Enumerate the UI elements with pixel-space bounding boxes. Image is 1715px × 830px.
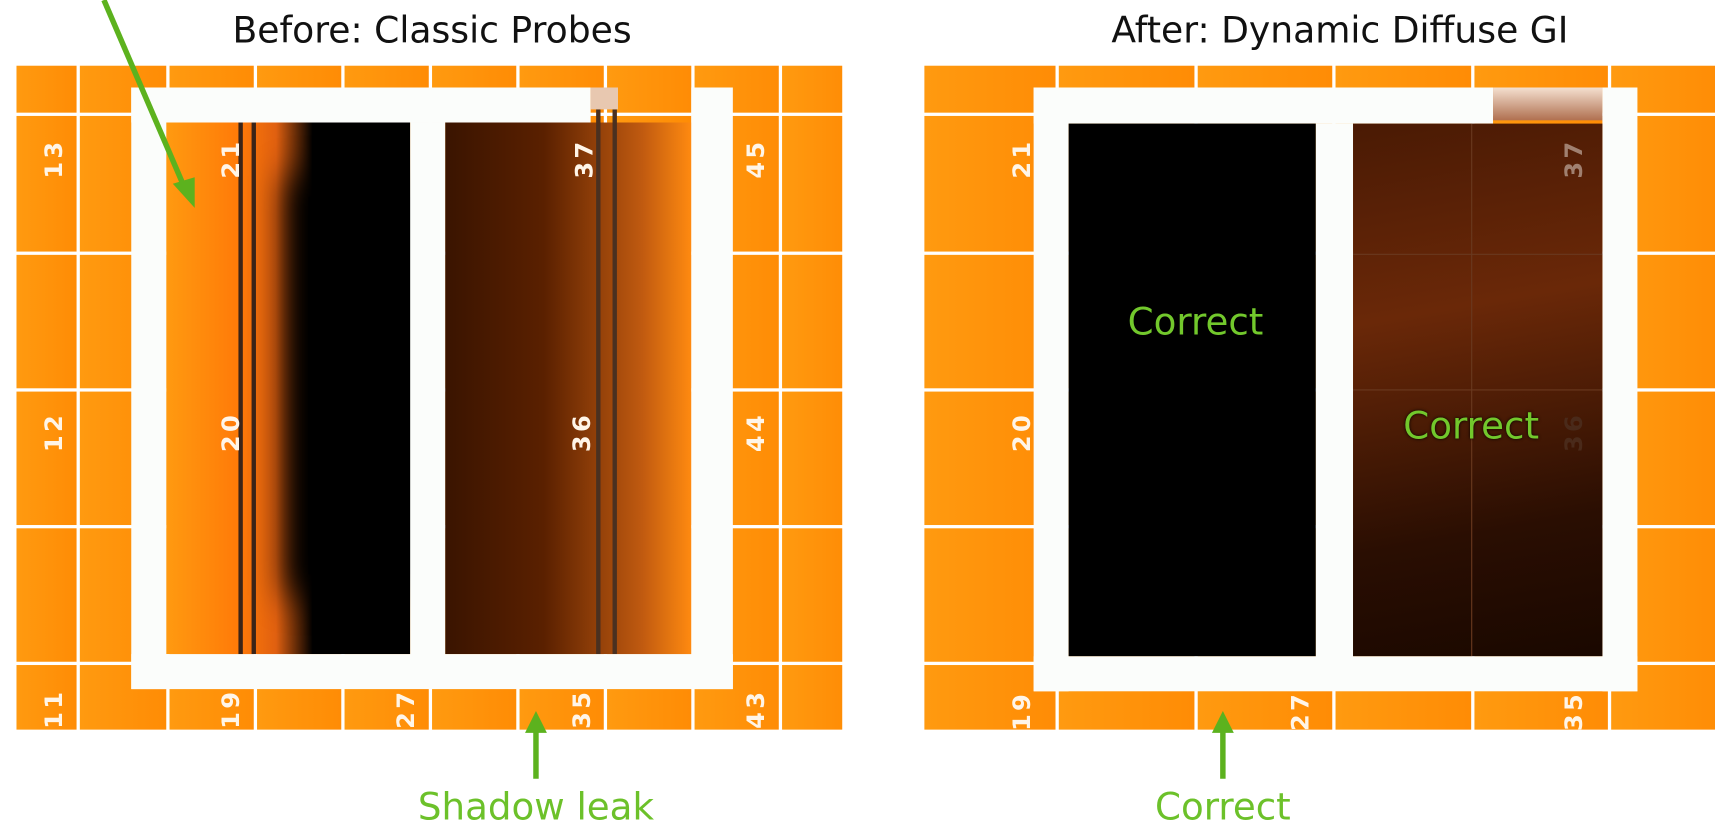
room-label-correct: Correct <box>1127 300 1264 345</box>
floor-tile <box>16 391 77 526</box>
room-label-correct: Correct <box>1403 404 1540 449</box>
wall-edge <box>251 122 256 655</box>
floor-tile <box>782 65 843 113</box>
floor-tile <box>782 115 843 252</box>
floor-tile <box>16 254 77 389</box>
pointer-arrow-icon <box>101 0 187 188</box>
wall-right <box>691 87 733 690</box>
shadow-leak-label: Shadow leak <box>417 785 655 830</box>
grid-line <box>1353 389 1603 391</box>
floor-tile <box>16 65 77 113</box>
floor-tile <box>924 665 1056 730</box>
floor-tile <box>924 254 1056 389</box>
wall-top <box>1033 87 1494 124</box>
grid-line <box>1353 253 1603 255</box>
wall-right <box>1602 87 1638 692</box>
floor-tile <box>782 254 843 389</box>
floor-tile <box>16 115 77 252</box>
correct-label: Correct <box>1154 785 1291 830</box>
wall-notch <box>1493 87 1603 121</box>
wall-notch <box>590 87 618 110</box>
wall-top <box>131 87 591 123</box>
wall-edge <box>596 109 601 655</box>
wall-edge <box>238 122 243 655</box>
floor-tile <box>924 528 1056 662</box>
floor-tile <box>782 391 843 526</box>
floor-tile <box>782 528 843 662</box>
floor-tile <box>924 391 1056 526</box>
before-title: Before: Classic Probes <box>232 8 632 52</box>
dark-room <box>1068 123 1316 657</box>
wall-middle <box>1315 123 1354 671</box>
floor-tile <box>16 528 77 662</box>
wall-left <box>131 87 167 690</box>
floor-tile <box>607 65 692 113</box>
floor-tile <box>924 115 1056 252</box>
after-title: After: Dynamic Diffuse GI <box>1111 8 1569 52</box>
wall-left <box>1033 87 1069 692</box>
leak-shadow <box>308 196 411 575</box>
shadow-gradient <box>445 122 692 655</box>
wall-middle <box>410 122 446 670</box>
wall-bottom <box>131 654 733 690</box>
floor-tile <box>924 65 1056 113</box>
wall-bottom <box>1033 656 1638 692</box>
floor-tile <box>782 665 843 730</box>
wall-edge <box>612 109 617 655</box>
floor-tile <box>16 665 77 730</box>
